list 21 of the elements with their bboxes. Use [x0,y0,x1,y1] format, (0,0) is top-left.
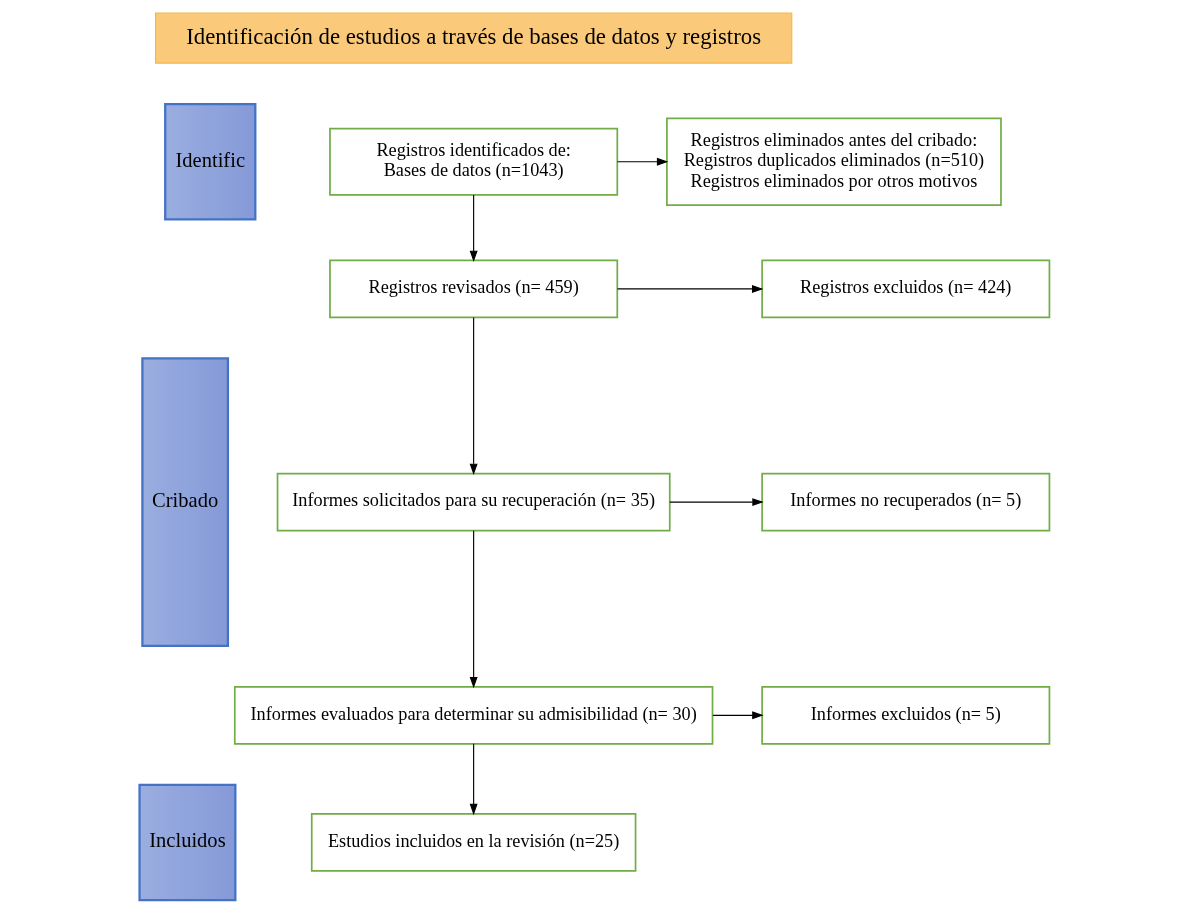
arrow [469,194,478,263]
arrow [669,498,764,507]
node-box: Informes evaluados para determinar su admisibilidad (n= 30) [233,685,714,745]
node-box: Estudios incluidos en la revisión (n=25) [310,813,637,872]
arrow [616,284,764,293]
node-box: Identific [164,103,257,221]
node-box: Informes solicitados para su recuperación (n= 35) [276,472,671,532]
arrow [712,711,764,720]
node-box: Informes excluidos (n= 5) [761,685,1051,745]
node-box: Identificación de estudios a través de bases de datos y registros [154,12,793,64]
node-box: Incluidos [138,783,237,902]
arrow [469,530,478,689]
node-box: Registros identificados de: Bases de datos (n=1043) [329,127,619,196]
arrow [469,317,478,476]
node-box: Registros excluidos (n= 424) [761,259,1051,319]
node-box: Cribado [141,357,230,647]
arrow [616,157,669,166]
node-box: Informes no recuperados (n= 5) [761,472,1051,532]
node-box: Registros eliminados antes del cribado: Registros duplicados eliminados (n=510) Registros eliminados por otros motivos [666,117,1002,206]
arrow [469,743,478,816]
node-box: Registros revisados (n= 459) [329,259,619,319]
